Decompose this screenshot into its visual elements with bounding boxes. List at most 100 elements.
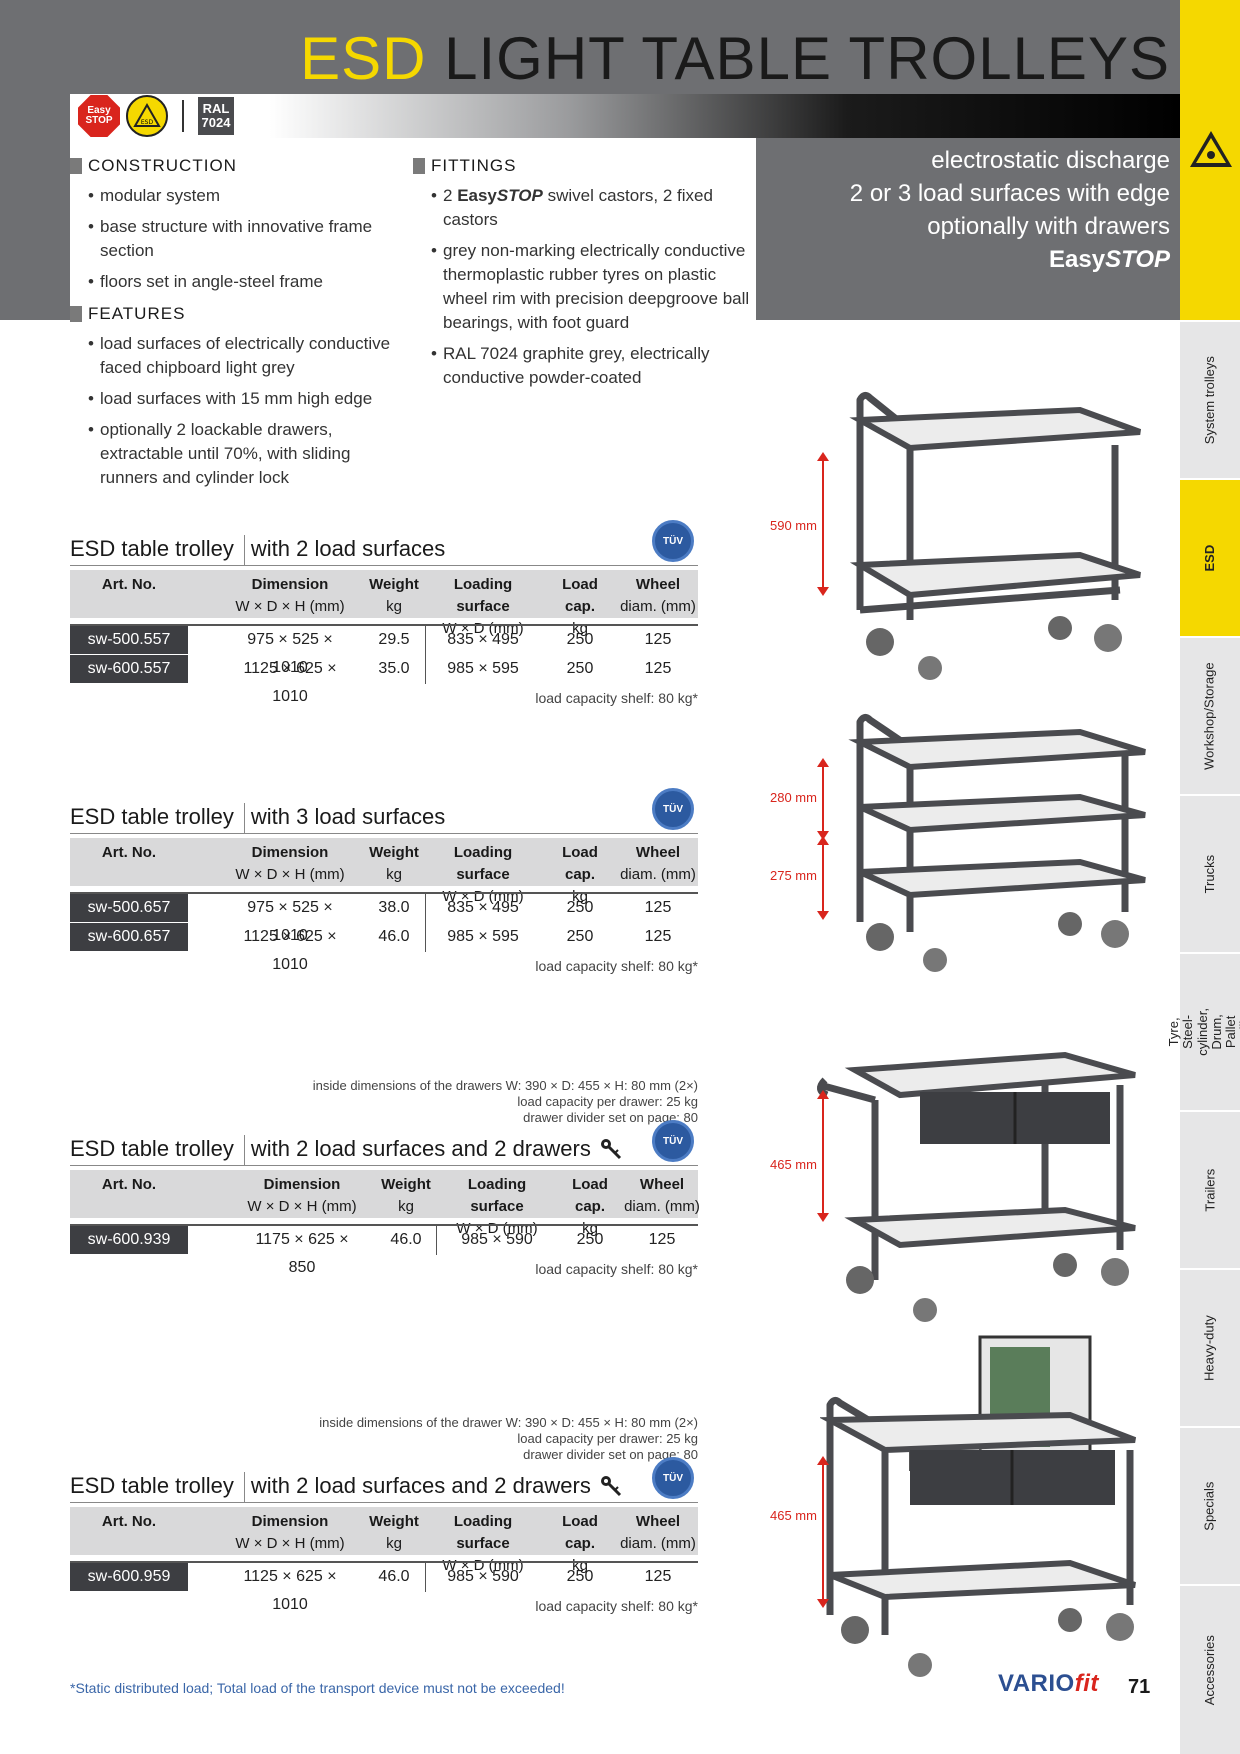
col-load-capacity: Load cap. [562, 1513, 598, 1552]
ral-badge: RAL 7024 [198, 97, 234, 135]
table-subtitle: with 2 load surfaces and 2 drawers [250, 1473, 591, 1498]
sidebar-tab-label: Tyre, Steel-cylinder, Drum, Pallet Handl… [1166, 1006, 1240, 1058]
column-divider [436, 1226, 437, 1255]
table-row: sw-600.959 1125 × 625 × 1010 46.0 985 × … [70, 1563, 698, 1613]
sidebar-tab-label: Accessories [1201, 1634, 1217, 1706]
tagline-line: 2 or 3 load surfaces with edge [849, 180, 1170, 207]
table-body: sw-600.939 1175 × 625 × 850 46.0 985 × 5… [70, 1224, 698, 1276]
page-number: 71 [1128, 1676, 1151, 1698]
col-art: Art. No. [101, 576, 157, 593]
list-item: base structure with innovative frame sec… [88, 215, 410, 263]
table-title-main: ESD table trolley [70, 1473, 234, 1498]
col-wheel-unit: diam. (mm) [620, 866, 696, 883]
dimension-label: 465 mm [770, 1508, 817, 1523]
sidebar-tab-accessories[interactable]: Accessories [1180, 1584, 1240, 1754]
cell-dimension: 975 × 525 × 1010 [247, 899, 333, 944]
col-weight: Weight [369, 576, 419, 593]
tagline-line: optionally with drawers [927, 213, 1170, 240]
brand-text-b: fit [1074, 1670, 1099, 1697]
cell-wheel: 125 [644, 1568, 672, 1585]
section-sidebar: System trolleys ESD Workshop/Storage Tru… [1166, 0, 1240, 1754]
sidebar-tab-trucks[interactable]: Trucks [1180, 794, 1240, 952]
col-dimension: Dimension [251, 844, 329, 861]
cell-art: sw-600.959 [70, 1563, 188, 1591]
cell-wheel: 125 [644, 631, 672, 648]
sidebar-tab-label: Heavy-duty [1201, 1315, 1217, 1381]
column-divider [425, 626, 426, 684]
sidebar-tab-workshop-storage[interactable]: Workshop/Storage [1180, 636, 1240, 794]
note-line: drawer divider set on page: 80 [523, 1110, 698, 1125]
list-item: floors set in angle-steel frame [88, 270, 410, 294]
note-line: load capacity per drawer: 25 kg [517, 1094, 698, 1109]
col-loading-surface: Loading surface [453, 1513, 513, 1552]
fittings-section: FITTINGS 2 EasySTOP swivel castors, 2 fi… [413, 156, 753, 397]
sidebar-tab-system-trolleys[interactable]: System trolleys [1180, 320, 1240, 478]
sidebar-tab-heavy-duty[interactable]: Heavy-duty [1180, 1268, 1240, 1426]
col-loading-surface: Loading surface [453, 576, 513, 615]
cell-loading-surface: 985 × 595 [447, 660, 519, 677]
title-divider [243, 1135, 245, 1165]
col-weight-unit: kg [386, 1535, 402, 1552]
col-loading-surface: Loading surface [467, 1176, 527, 1215]
dimension-arrow [817, 452, 829, 596]
cell-art: sw-500.657 [70, 894, 188, 922]
easystop-badge-line1: Easy [87, 105, 111, 116]
col-weight: Weight [369, 1513, 419, 1530]
cell-dimension: 1125 × 625 × 1010 [243, 928, 337, 973]
brand-text-a: VARIO [998, 1670, 1075, 1697]
note-line: inside dimensions of the drawer W: 390 ×… [319, 1415, 698, 1430]
table-title: ESD table trolley with 2 load surfaces T… [70, 520, 698, 566]
key-lock-icon [600, 1139, 621, 1160]
cell-wheel: 125 [648, 1231, 676, 1248]
col-weight-unit: kg [386, 866, 402, 883]
sidebar-tab-specials[interactable]: Specials [1180, 1426, 1240, 1584]
heading-marker-icon [70, 158, 82, 174]
col-wheel: Wheel [635, 844, 681, 861]
table-subtitle: with 3 load surfaces [250, 804, 446, 829]
list-item: load surfaces of electrically conductive… [88, 332, 410, 380]
sidebar-tab-tyre-handling[interactable]: Tyre, Steel-cylinder, Drum, Pallet Handl… [1166, 952, 1240, 1110]
col-wheel: Wheel [635, 1513, 681, 1530]
col-wheel: Wheel [639, 1176, 685, 1193]
heading-marker-icon [70, 306, 82, 322]
cell-weight: 38.0 [378, 899, 410, 916]
product-table: inside dimensions of the drawer W: 390 ×… [70, 1415, 698, 1614]
sidebar-tab-label: System trolleys [1201, 355, 1217, 445]
product-tagline: electrostatic discharge 2 or 3 load surf… [850, 144, 1170, 276]
table-title-main: ESD table trolley [70, 1136, 234, 1161]
trolley-drawers-image [817, 1051, 1136, 1322]
dimension-label: 465 mm [770, 1157, 817, 1172]
table-body: sw-500.657 975 × 525 × 1010 38.0 835 × 4… [70, 892, 698, 973]
col-dimension-unit: W × D × H (mm) [247, 1198, 357, 1215]
cell-weight: 46.0 [378, 928, 410, 945]
tagline-brand-a: Easy [1049, 246, 1106, 273]
ral-badge-line1: RAL [202, 101, 230, 117]
col-load-capacity: Load cap. [562, 576, 598, 615]
dimension-arrow [817, 836, 829, 920]
table-title-main: ESD table trolley [70, 536, 234, 561]
features-heading: FEATURES [70, 304, 410, 324]
col-art: Art. No. [101, 1513, 157, 1530]
sidebar-tab-esd[interactable]: ESD [1180, 478, 1240, 636]
list-item: modular system [88, 184, 410, 208]
col-dimension: Dimension [263, 1176, 341, 1193]
fittings-heading-label: FITTINGS [431, 156, 517, 175]
cell-loading-surface: 985 × 590 [461, 1231, 533, 1248]
col-dimension-unit: W × D × H (mm) [235, 598, 345, 615]
col-wheel-unit: diam. (mm) [624, 1198, 700, 1215]
cell-dimension: 1125 × 625 × 1010 [243, 1568, 337, 1613]
cell-load-capacity: 250 [566, 631, 594, 648]
dimension-label: 280 mm [770, 790, 817, 805]
col-wheel: Wheel [635, 576, 681, 593]
badge-divider [182, 100, 184, 132]
product-table: ESD table trolley with 2 load surfaces T… [70, 520, 698, 706]
cell-dimension: 975 × 525 × 1010 [247, 631, 333, 676]
sidebar-tab-trailers[interactable]: Trailers [1180, 1110, 1240, 1268]
trolley-drawers-with-pc-image [820, 1335, 1137, 1677]
table-subtitle: with 2 load surfaces and 2 drawers [250, 1136, 591, 1161]
sidebar-tab-label: Workshop/Storage [1201, 662, 1217, 770]
cell-loading-surface: 985 × 590 [447, 1568, 519, 1585]
cell-loading-surface: 835 × 495 [447, 899, 519, 916]
features-heading-label: FEATURES [88, 304, 186, 323]
